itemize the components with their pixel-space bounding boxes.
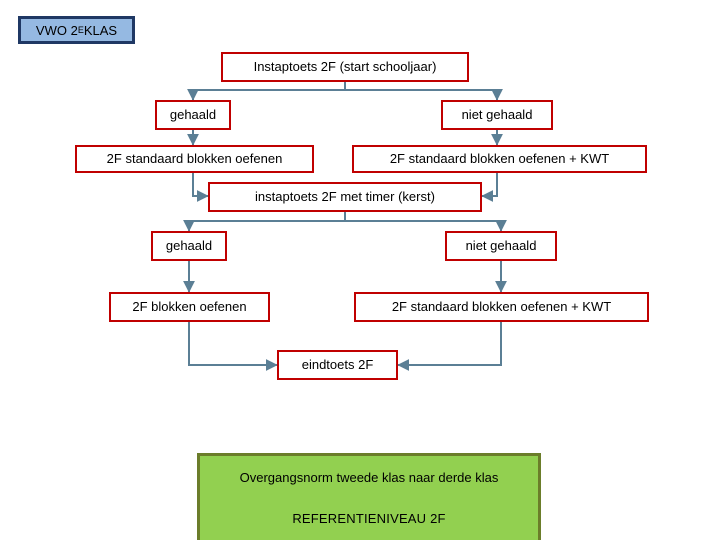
node-oefenen-kwt-2[interactable]: 2F standaard blokken oefenen + KWT xyxy=(354,292,649,322)
norm-panel: Overgangsnorm tweede klas naar derde kla… xyxy=(197,453,541,540)
norm-panel-line-2: REFERENTIENIVEAU 2F xyxy=(292,511,446,526)
node-niet-gehaald-1[interactable]: niet gehaald xyxy=(441,100,553,130)
node-instaptoets-timer[interactable]: instaptoets 2F met timer (kerst) xyxy=(208,182,482,212)
class-title-suffix: KLAS xyxy=(83,22,118,38)
edge-oefenen1-to-timer xyxy=(192,173,209,202)
norm-panel-line-1: Overgangsnorm tweede klas naar derde kla… xyxy=(239,470,499,485)
edge-oefenenkwt1-to-timer xyxy=(481,173,498,202)
node-oefenen-kwt-1[interactable]: 2F standaard blokken oefenen + KWT xyxy=(352,145,647,173)
node-oefenen-1[interactable]: 2F standaard blokken oefenen xyxy=(75,145,314,173)
node-gehaald-1[interactable]: gehaald xyxy=(155,100,231,130)
node-eindtoets[interactable]: eindtoets 2F xyxy=(277,350,398,380)
node-gehaald-2[interactable]: gehaald xyxy=(151,231,227,261)
node-niet-gehaald-2[interactable]: niet gehaald xyxy=(445,231,557,261)
edge-blokken-to-eindtoets xyxy=(188,322,278,371)
edge-oefenenkwt2-to-eindtoets xyxy=(397,322,502,371)
class-title-prefix: VWO 2 xyxy=(35,22,78,38)
node-blokken-oefenen-2[interactable]: 2F blokken oefenen xyxy=(109,292,270,322)
node-instaptoets-start[interactable]: Instaptoets 2F (start schooljaar) xyxy=(221,52,469,82)
